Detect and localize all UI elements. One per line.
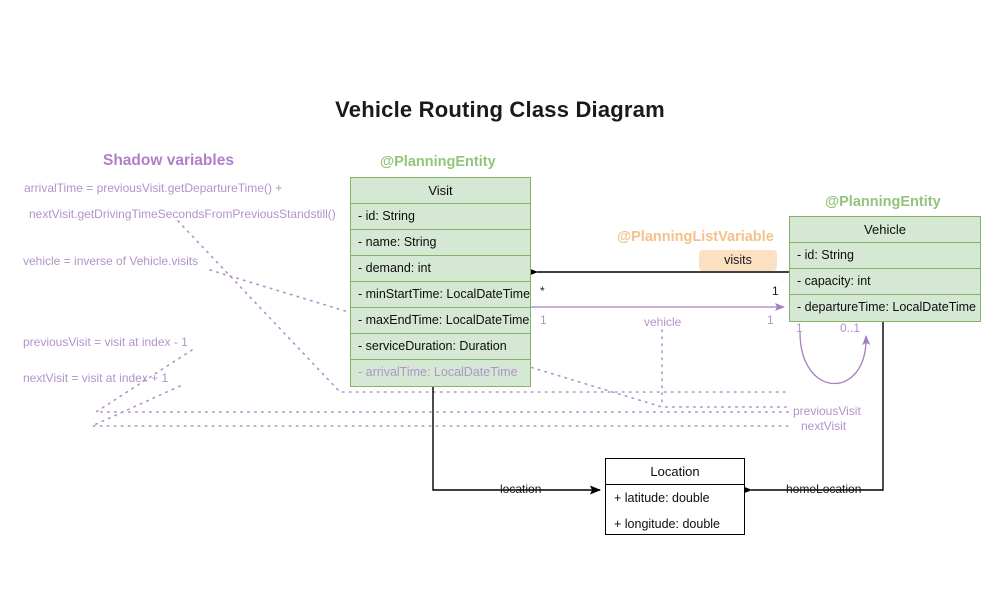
shadow-variables-title: Shadow variables bbox=[103, 152, 234, 169]
vehicle-edge-label: vehicle bbox=[644, 315, 682, 329]
previous-visit-label: previousVisit bbox=[793, 404, 861, 418]
visit-class-name: Visit bbox=[351, 178, 530, 204]
edge-visit-chain-loop bbox=[799, 331, 871, 385]
vehicle-target-multiplicity: 1 bbox=[767, 313, 774, 327]
location-edge-label: location bbox=[500, 482, 542, 496]
shadow-variable-vehicle: vehicle = inverse of Vehicle.visits bbox=[23, 254, 199, 268]
page-title: Vehicle Routing Class Diagram bbox=[335, 97, 665, 122]
shadow-variable-arrivaltime-line2: nextVisit.getDrivingTimeSecondsFromPrevi… bbox=[29, 207, 336, 221]
shadow-variable-arrivaltime-line1: arrivalTime = previousVisit.getDeparture… bbox=[24, 181, 283, 195]
visit-attribute-name: - name: String bbox=[351, 230, 530, 256]
vehicle-source-multiplicity: 1 bbox=[540, 313, 547, 327]
visit-chain-right-multiplicity: 0..1 bbox=[840, 321, 861, 335]
class-box-visit[interactable]: Visit - id: String - name: String - dema… bbox=[350, 177, 531, 387]
vehicle-attribute-departuretime: - departureTime: LocalDateTime bbox=[797, 300, 977, 314]
visit-attribute-serviceduration: - serviceDuration: Duration bbox=[351, 334, 530, 360]
edge-location bbox=[432, 386, 601, 495]
next-visit-label: nextVisit bbox=[801, 419, 847, 433]
class-box-location[interactable]: Location + latitude: double + longitude:… bbox=[605, 458, 745, 535]
shadow-variable-nextvisit: nextVisit = visit at index + 1 bbox=[23, 371, 169, 385]
location-attribute-latitude: + latitude: double bbox=[614, 491, 710, 505]
visits-target-multiplicity: * bbox=[540, 284, 545, 298]
planning-list-variable-stereotype: @PlanningListVariable bbox=[617, 229, 774, 245]
vehicle-class-name: Vehicle bbox=[790, 217, 980, 243]
class-box-vehicle[interactable]: Vehicle - id: String - capacity: int - d… bbox=[789, 216, 981, 322]
visit-attribute-id: - id: String bbox=[351, 204, 530, 230]
vehicle-attribute-id: - id: String bbox=[790, 243, 980, 269]
vehicle-stereotype: @PlanningEntity bbox=[825, 194, 941, 210]
visits-badge: visits bbox=[699, 250, 777, 271]
visit-stereotype: @PlanningEntity bbox=[380, 154, 496, 170]
location-class-name: Location bbox=[606, 459, 744, 485]
vehicle-attribute-capacity: - capacity: int bbox=[790, 269, 980, 295]
shadow-variable-previousvisit: previousVisit = visit at index - 1 bbox=[23, 335, 188, 349]
visit-attribute-arrivaltime: - arrivalTime: LocalDateTime bbox=[358, 365, 518, 379]
visit-attribute-demand: - demand: int bbox=[351, 256, 530, 282]
visit-chain-left-multiplicity: 1 bbox=[796, 321, 803, 335]
visits-source-multiplicity: 1 bbox=[772, 284, 779, 298]
location-attribute-longitude: + longitude: double bbox=[614, 517, 720, 531]
shadow-connector-nextvisit bbox=[91, 385, 790, 427]
home-location-edge-label: homeLocation bbox=[786, 482, 862, 496]
visit-attribute-minstarttime: - minStartTime: LocalDateTime bbox=[351, 282, 530, 308]
visit-attribute-maxendtime: - maxEndTime: LocalDateTime bbox=[351, 308, 530, 334]
